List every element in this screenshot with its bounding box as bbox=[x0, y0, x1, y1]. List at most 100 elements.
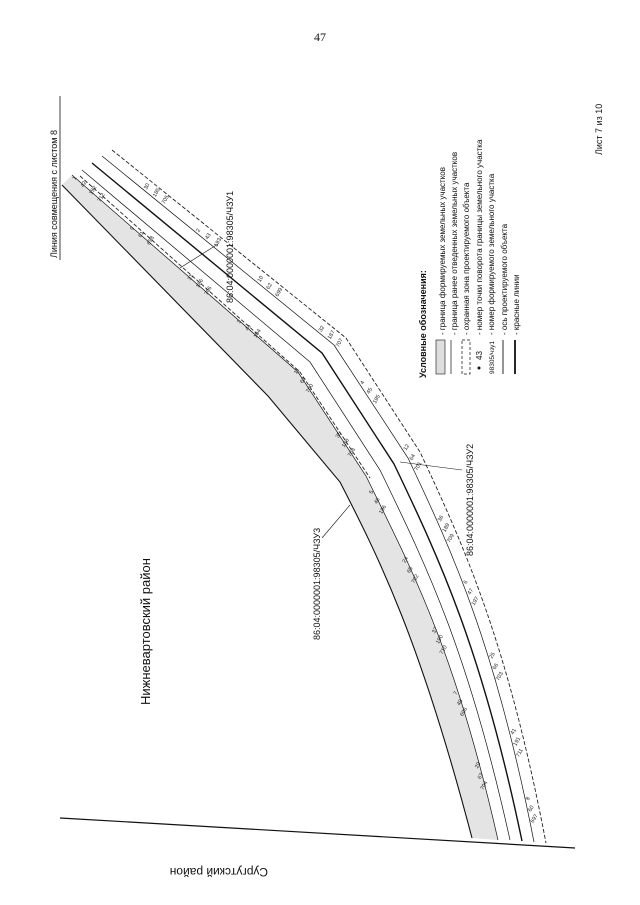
point-label: 696 bbox=[459, 707, 469, 718]
point-label: 31 bbox=[187, 273, 195, 281]
point-label: 197 bbox=[471, 596, 481, 607]
legend: Условные обозначения: - граница формируе… bbox=[418, 139, 521, 378]
point-label: 191 bbox=[513, 736, 523, 747]
point-label: 24 bbox=[402, 556, 410, 564]
point-label: 62 bbox=[266, 282, 274, 290]
district-label-north: Нижневартовский район bbox=[138, 558, 153, 705]
point-label: 5 bbox=[369, 490, 376, 496]
point-labels-layer: 1234567891011122425293031323536374142434… bbox=[72, 176, 540, 825]
point-label: 712 bbox=[97, 192, 107, 203]
point-label: 46 bbox=[373, 497, 381, 505]
point-label: 44 bbox=[245, 324, 253, 332]
point-label: 8 bbox=[525, 796, 532, 802]
point-label: 698 bbox=[146, 235, 156, 246]
page-number: 47 bbox=[314, 30, 326, 44]
point-label: 697 bbox=[530, 813, 540, 824]
point-label: 706 bbox=[204, 285, 214, 296]
point-label: 186 bbox=[195, 278, 205, 289]
point-label: 195 bbox=[372, 394, 382, 405]
point-label: 187 bbox=[327, 330, 337, 341]
point-label: 705 bbox=[161, 194, 171, 205]
point-label: 2 bbox=[195, 228, 202, 234]
point-label: 702 bbox=[411, 574, 421, 585]
parcel-strip-fill bbox=[62, 175, 498, 840]
legend-item-3: - охранная зона проектируемого объекта bbox=[462, 182, 471, 335]
point-label: 703 bbox=[495, 671, 505, 682]
point-label: 66 bbox=[492, 663, 500, 671]
point-label: 185 bbox=[152, 187, 162, 198]
sheet-label: Лист 7 из 10 bbox=[594, 104, 604, 155]
point-label: 699 bbox=[275, 287, 285, 298]
parcel-leader-1 bbox=[179, 243, 219, 269]
point-label: 1 bbox=[72, 176, 79, 182]
point-label: 711 bbox=[515, 748, 525, 759]
district-label-south: Сургутский район bbox=[170, 865, 268, 879]
point-label: 10 bbox=[257, 275, 265, 283]
point-label: 32 bbox=[318, 325, 326, 333]
protection-zone-right bbox=[111, 149, 547, 844]
point-label: 700 bbox=[305, 383, 315, 394]
parcel-leader-2 bbox=[399, 461, 463, 471]
object-axis-line bbox=[91, 162, 523, 842]
legend-item-1: - граница формируемых земельных участков bbox=[438, 167, 447, 335]
corridor-line-2 bbox=[101, 155, 535, 843]
corridor-line-1 bbox=[81, 169, 511, 841]
point-label: 63 bbox=[299, 376, 307, 384]
legend-symbol-point bbox=[477, 366, 481, 370]
point-label: 3 bbox=[236, 319, 243, 325]
point-label: 29 bbox=[474, 761, 482, 769]
point-label: 43 bbox=[204, 232, 212, 240]
legend-item-4: - номер точки поворота границы земельног… bbox=[475, 139, 484, 335]
point-label: 9 bbox=[129, 226, 136, 232]
point-label: 65 bbox=[406, 566, 414, 574]
point-label: 64 bbox=[409, 453, 417, 461]
point-label: 67 bbox=[477, 772, 485, 780]
point-label: 12 bbox=[403, 443, 411, 451]
point-label: 25 bbox=[489, 652, 497, 660]
protection-zone-left bbox=[79, 175, 371, 479]
point-label: 6 bbox=[463, 580, 470, 586]
legend-sample-point: 43 bbox=[475, 351, 484, 360]
parcel-boundary-inner bbox=[71, 174, 499, 841]
point-label: 37 bbox=[431, 626, 439, 634]
point-label: 48 bbox=[456, 699, 464, 707]
point-label: 196 bbox=[378, 504, 388, 515]
district-boundary-line bbox=[59, 817, 576, 849]
parcel-label-1: 86:04:0000001:98305/ЧЗУ1 bbox=[225, 191, 235, 303]
point-label: 192 bbox=[88, 185, 98, 196]
legend-item-5: - номер формируемого земельного участка bbox=[487, 173, 496, 335]
point-label: 188 bbox=[341, 438, 351, 449]
point-label: 193 bbox=[213, 237, 223, 248]
match-line-label: Линия совмещения с листом 8 bbox=[49, 130, 59, 258]
point-label: 36 bbox=[437, 515, 445, 523]
legend-item-7: - красные линии bbox=[512, 274, 521, 335]
point-label: 710 bbox=[439, 645, 449, 656]
point-label: 189 bbox=[442, 522, 452, 533]
point-label: 42 bbox=[80, 180, 88, 188]
point-label: 194 bbox=[253, 328, 263, 339]
legend-item-2: - граница ранее отведенных земельных уча… bbox=[450, 152, 459, 335]
point-label: 701 bbox=[414, 461, 424, 472]
point-label: 708 bbox=[347, 447, 357, 458]
point-label: 704 bbox=[480, 780, 490, 791]
parcel-label-2: 86:04:0000001:98305/ЧЗУ2 bbox=[465, 444, 475, 556]
point-label: 30 bbox=[143, 183, 151, 191]
parcel-label-3: 86:04:0000001:98305/ЧЗУ3 bbox=[312, 528, 322, 640]
point-label: 61 bbox=[138, 231, 146, 239]
point-label: 11 bbox=[293, 367, 301, 375]
point-label: 60 bbox=[527, 805, 535, 813]
point-label: 190 bbox=[435, 634, 445, 645]
point-label: 709 bbox=[446, 533, 456, 544]
legend-item-6: - ось проектируемого объекта bbox=[500, 223, 509, 335]
point-label: 47 bbox=[467, 588, 475, 596]
point-label: 41 bbox=[510, 728, 518, 736]
point-label: 4 bbox=[360, 380, 367, 386]
point-label: 7 bbox=[453, 691, 460, 697]
parcel-leader-3 bbox=[321, 504, 351, 539]
point-label: 45 bbox=[366, 387, 374, 395]
legend-sample-label: 98305/чзу1 bbox=[489, 341, 496, 374]
legend-symbol-hatched bbox=[435, 339, 446, 375]
legend-title: Условные обозначения: bbox=[418, 270, 428, 378]
